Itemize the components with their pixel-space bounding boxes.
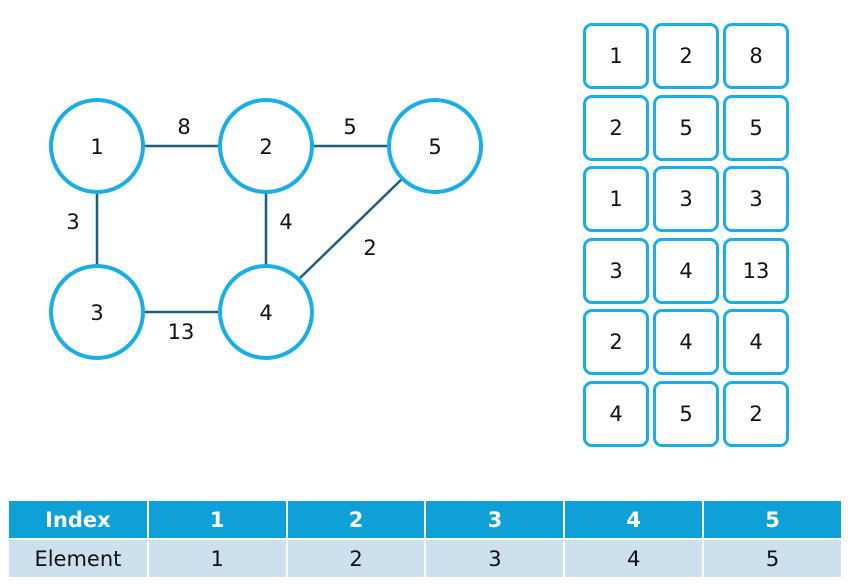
edge-list-cell: 2 [583,309,649,376]
table-cell: 5 [703,539,843,579]
index-element-table: Index 1 2 3 4 5 Element 1 2 3 4 5 [9,501,843,579]
table-cell: Element [9,539,149,579]
edge-list-grid: 1 2 8 2 5 5 1 3 3 3 4 13 2 4 4 4 5 2 [583,23,793,453]
table-cell: 2 [286,539,427,579]
table-cell: 4 [564,539,705,579]
edge-list-cell: 5 [653,94,719,161]
node-label: 3 [90,301,103,325]
graph-node-2: 2 [218,98,314,194]
edge-list-cell: 3 [653,166,719,233]
node-label: 1 [90,135,103,159]
edge-list-cell: 1 [583,23,649,89]
node-label: 5 [428,135,441,159]
edge-list-row: 3 4 13 [583,237,793,304]
edge-weight-1-2: 8 [177,115,190,139]
node-label: 2 [259,135,272,159]
edge-list-cell: 3 [723,166,789,233]
edge-list-cell: 4 [653,237,719,304]
edge-list-cell: 4 [723,309,789,376]
table-header-cell: 3 [425,501,566,540]
edge-weight-2-5: 5 [343,115,356,139]
edge-list-cell: 5 [723,94,789,161]
edge-list-row: 1 2 8 [583,23,793,89]
weighted-graph: 8 5 3 4 2 13 1 2 5 3 [49,98,483,360]
table-header-cell: 1 [147,501,288,540]
edge-list-cell: 5 [653,380,719,447]
edge-list-cell: 3 [583,237,649,304]
table-header-cell: Index [9,501,149,540]
edge-weight-1-3: 3 [66,210,79,234]
table-header-row: Index 1 2 3 4 5 [9,501,843,540]
edge-list-row: 2 4 4 [583,309,793,376]
edge-list-cell: 4 [583,380,649,447]
edge-list-cell: 2 [583,94,649,161]
table-header-cell: 4 [564,501,705,540]
table-cell: 1 [147,539,288,579]
table-row: Element 1 2 3 4 5 [9,539,843,579]
edge-weight-2-4: 4 [279,210,292,234]
edge-list-cell: 1 [583,166,649,233]
graph-node-3: 3 [49,264,145,360]
edge-list-cell: 8 [723,23,789,89]
graph-nodes: 1 2 5 3 4 [49,98,483,360]
edge-weight-5-4: 2 [363,236,376,260]
edge-weight-labels: 8 5 3 4 2 13 [66,115,376,344]
edge-list-row: 2 5 5 [583,94,793,161]
edge-list-row: 4 5 2 [583,380,793,447]
table-header-cell: 2 [286,501,427,540]
edge-list-cell: 13 [723,237,789,304]
graph-node-1: 1 [49,98,145,194]
edge-5-4 [299,176,405,279]
table-cell: 3 [425,539,566,579]
table-header-cell: 5 [703,501,843,540]
graph-node-4: 4 [218,264,314,360]
edge-list-cell: 2 [653,23,719,89]
graph-node-5: 5 [387,98,483,194]
edge-list-row: 1 3 3 [583,166,793,233]
edge-weight-3-4: 13 [168,320,195,344]
edge-list-cell: 4 [653,309,719,376]
graph-edges [95,144,405,314]
edge-list-cell: 2 [723,380,789,447]
node-label: 4 [259,301,272,325]
